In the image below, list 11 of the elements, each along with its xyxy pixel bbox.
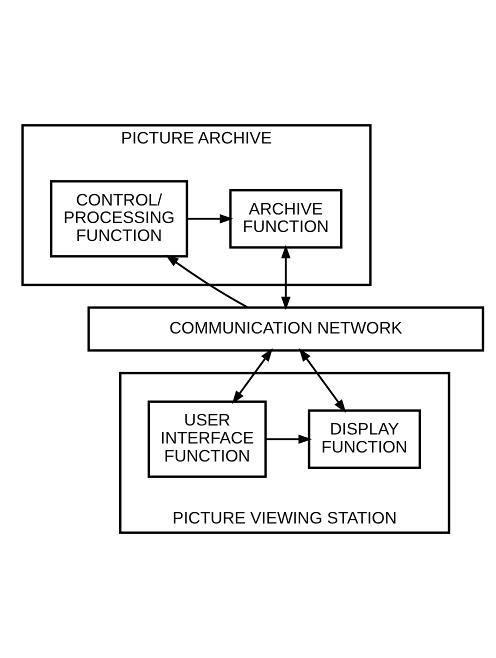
node-box: COMMUNICATION NETWORK: [87, 306, 484, 352]
arrow: [187, 214, 234, 224]
arrow: [232, 348, 273, 404]
node-box: ARCHIVE FUNCTION: [229, 189, 342, 249]
arrow: [298, 348, 346, 413]
node-box: DISPLAY FUNCTION: [308, 409, 422, 469]
node-box: CONTROL/ PROCESSING FUNCTION: [50, 180, 188, 258]
arrow: [266, 434, 312, 444]
arrow: [165, 254, 248, 308]
node-box: USER INTERFACE FUNCTION: [148, 400, 267, 478]
arrow: [281, 244, 290, 310]
